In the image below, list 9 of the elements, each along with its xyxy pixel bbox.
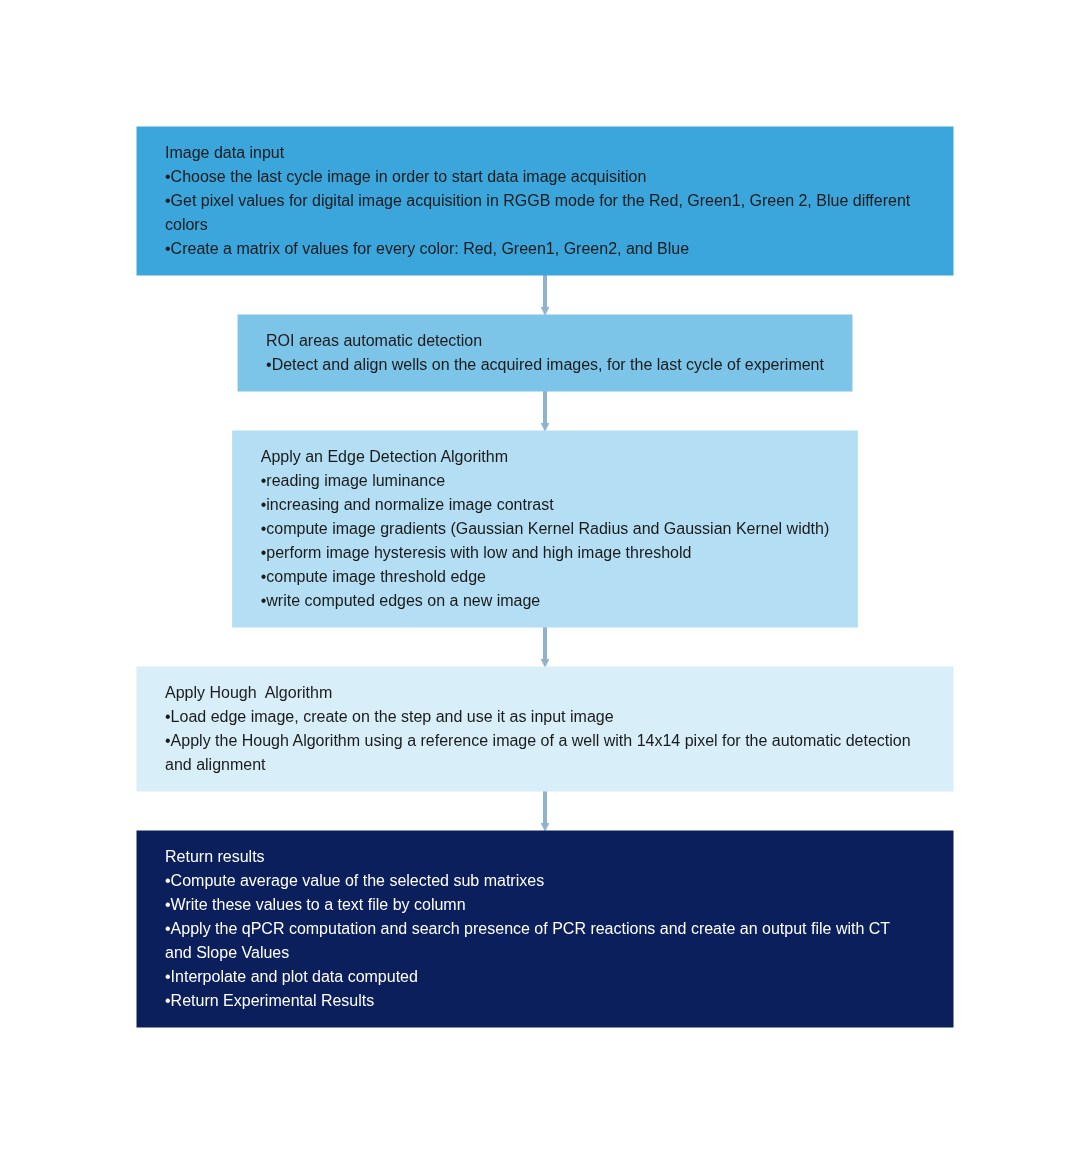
- arrow: [540, 275, 550, 316]
- arrow: [540, 391, 550, 432]
- node-box: ROI areas automatic detection •Detect and align wells on the acquired images, for the last cycle of experiment: [237, 314, 853, 392]
- node-box: Return results •Compute average value of the selected sub matrixes •Write these values to a text file by column •Apply the qPCR computation and search presence of PCR reactions and create an output file with CT and Slope Values •Interpolate and plot data computed •Return Experimental Results: [136, 830, 954, 1028]
- arrow: [540, 791, 550, 832]
- arrow: [540, 627, 550, 668]
- node-box: Image data input •Choose the last cycle image in order to start data image acquisition •Get pixel values for digital image acquisition in RGGB mode for the Red, Green1, Green 2, Blue different colors •Create a matrix of values for every color: Red, Green1, Green2, and Blue: [136, 126, 954, 276]
- node-box: Apply Hough Algorithm •Load edge image, create on the step and use it as input image •Apply the Hough Algorithm using a reference image of a well with 14x14 pixel for the automatic detection and alignment: [136, 666, 954, 792]
- node-box: Apply an Edge Detection Algorithm •reading image luminance •increasing and normalize image contrast •compute image gradients (Gaussian Kernel Radius and Gaussian Kernel width) •perform image hysteresis with low and high image threshold •compute image threshold edge •write computed edges on a new image: [232, 430, 858, 628]
